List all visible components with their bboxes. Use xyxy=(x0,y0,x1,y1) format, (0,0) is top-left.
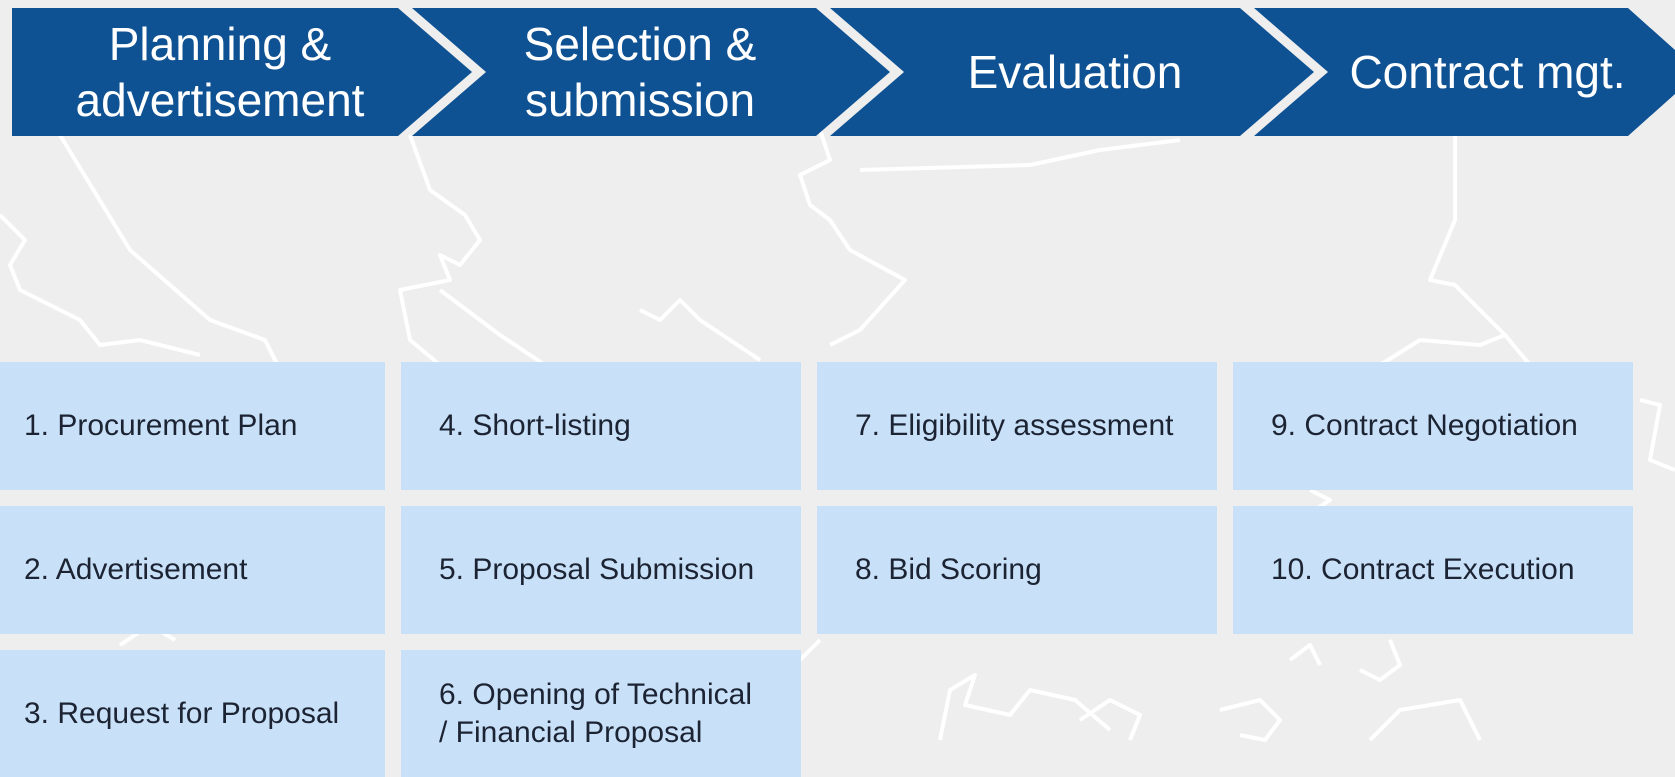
phase-label-evaluation: Evaluation xyxy=(967,46,1183,98)
step-label: 1. Procurement Plan xyxy=(24,409,298,442)
phase-chevron-4 xyxy=(1254,8,1675,136)
step-box-opening-of-proposal: 6. Opening of Technical / Financial Prop… xyxy=(401,650,801,777)
step-label: 7. Eligibility assessment xyxy=(855,409,1174,442)
step-box-eligibility-assessment: 7. Eligibility assessment xyxy=(817,362,1217,490)
step-box-procurement-plan: 1. Procurement Plan xyxy=(0,362,385,490)
phase-label-contract: Contract mgt. xyxy=(1349,46,1626,98)
step-box-short-listing: 4. Short-listing xyxy=(401,362,801,490)
step-box-contract-negotiation: 9. Contract Negotiation xyxy=(1233,362,1633,490)
step-label: 6. Opening of Technical / Financial Prop… xyxy=(439,677,752,749)
step-box-advertisement: 2. Advertisement xyxy=(0,506,385,634)
phase-chevron-3 xyxy=(830,8,1314,136)
step-label: 9. Contract Negotiation xyxy=(1271,409,1578,442)
phase-label-planning: Planning & advertisement xyxy=(75,18,365,126)
step-label: 2. Advertisement xyxy=(24,553,248,586)
step-label: 10. Contract Execution xyxy=(1271,553,1575,586)
step-label: 5. Proposal Submission xyxy=(439,553,755,586)
step-box-request-for-proposal: 3. Request for Proposal xyxy=(0,650,385,777)
step-label: 4. Short-listing xyxy=(439,409,631,442)
step-box-contract-execution: 10. Contract Execution xyxy=(1233,506,1633,634)
step-box-bid-scoring: 8. Bid Scoring xyxy=(817,506,1217,634)
phase-chevrons xyxy=(12,8,1675,136)
phase-label-selection: Selection & submission xyxy=(523,18,757,126)
step-box-proposal-submission: 5. Proposal Submission xyxy=(401,506,801,634)
step-label: 8. Bid Scoring xyxy=(855,553,1042,586)
phase-chevron-2 xyxy=(412,8,890,136)
step-label: 3. Request for Proposal xyxy=(24,696,340,730)
phase-chevron-1 xyxy=(12,8,472,136)
